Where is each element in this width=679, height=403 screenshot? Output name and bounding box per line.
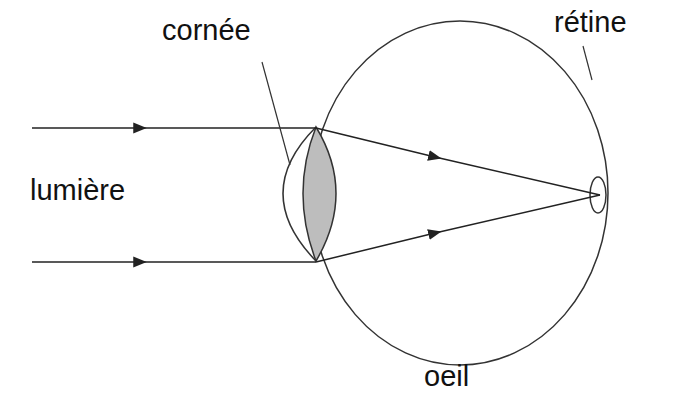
light-label: lumière [30, 176, 125, 205]
eye-label: oeil [424, 362, 469, 391]
leader-lines [262, 46, 592, 165]
lens-shape [303, 127, 336, 261]
part-label: rétine [554, 8, 627, 37]
eyeball-outline [312, 21, 608, 365]
part-label: cornée [162, 16, 251, 45]
